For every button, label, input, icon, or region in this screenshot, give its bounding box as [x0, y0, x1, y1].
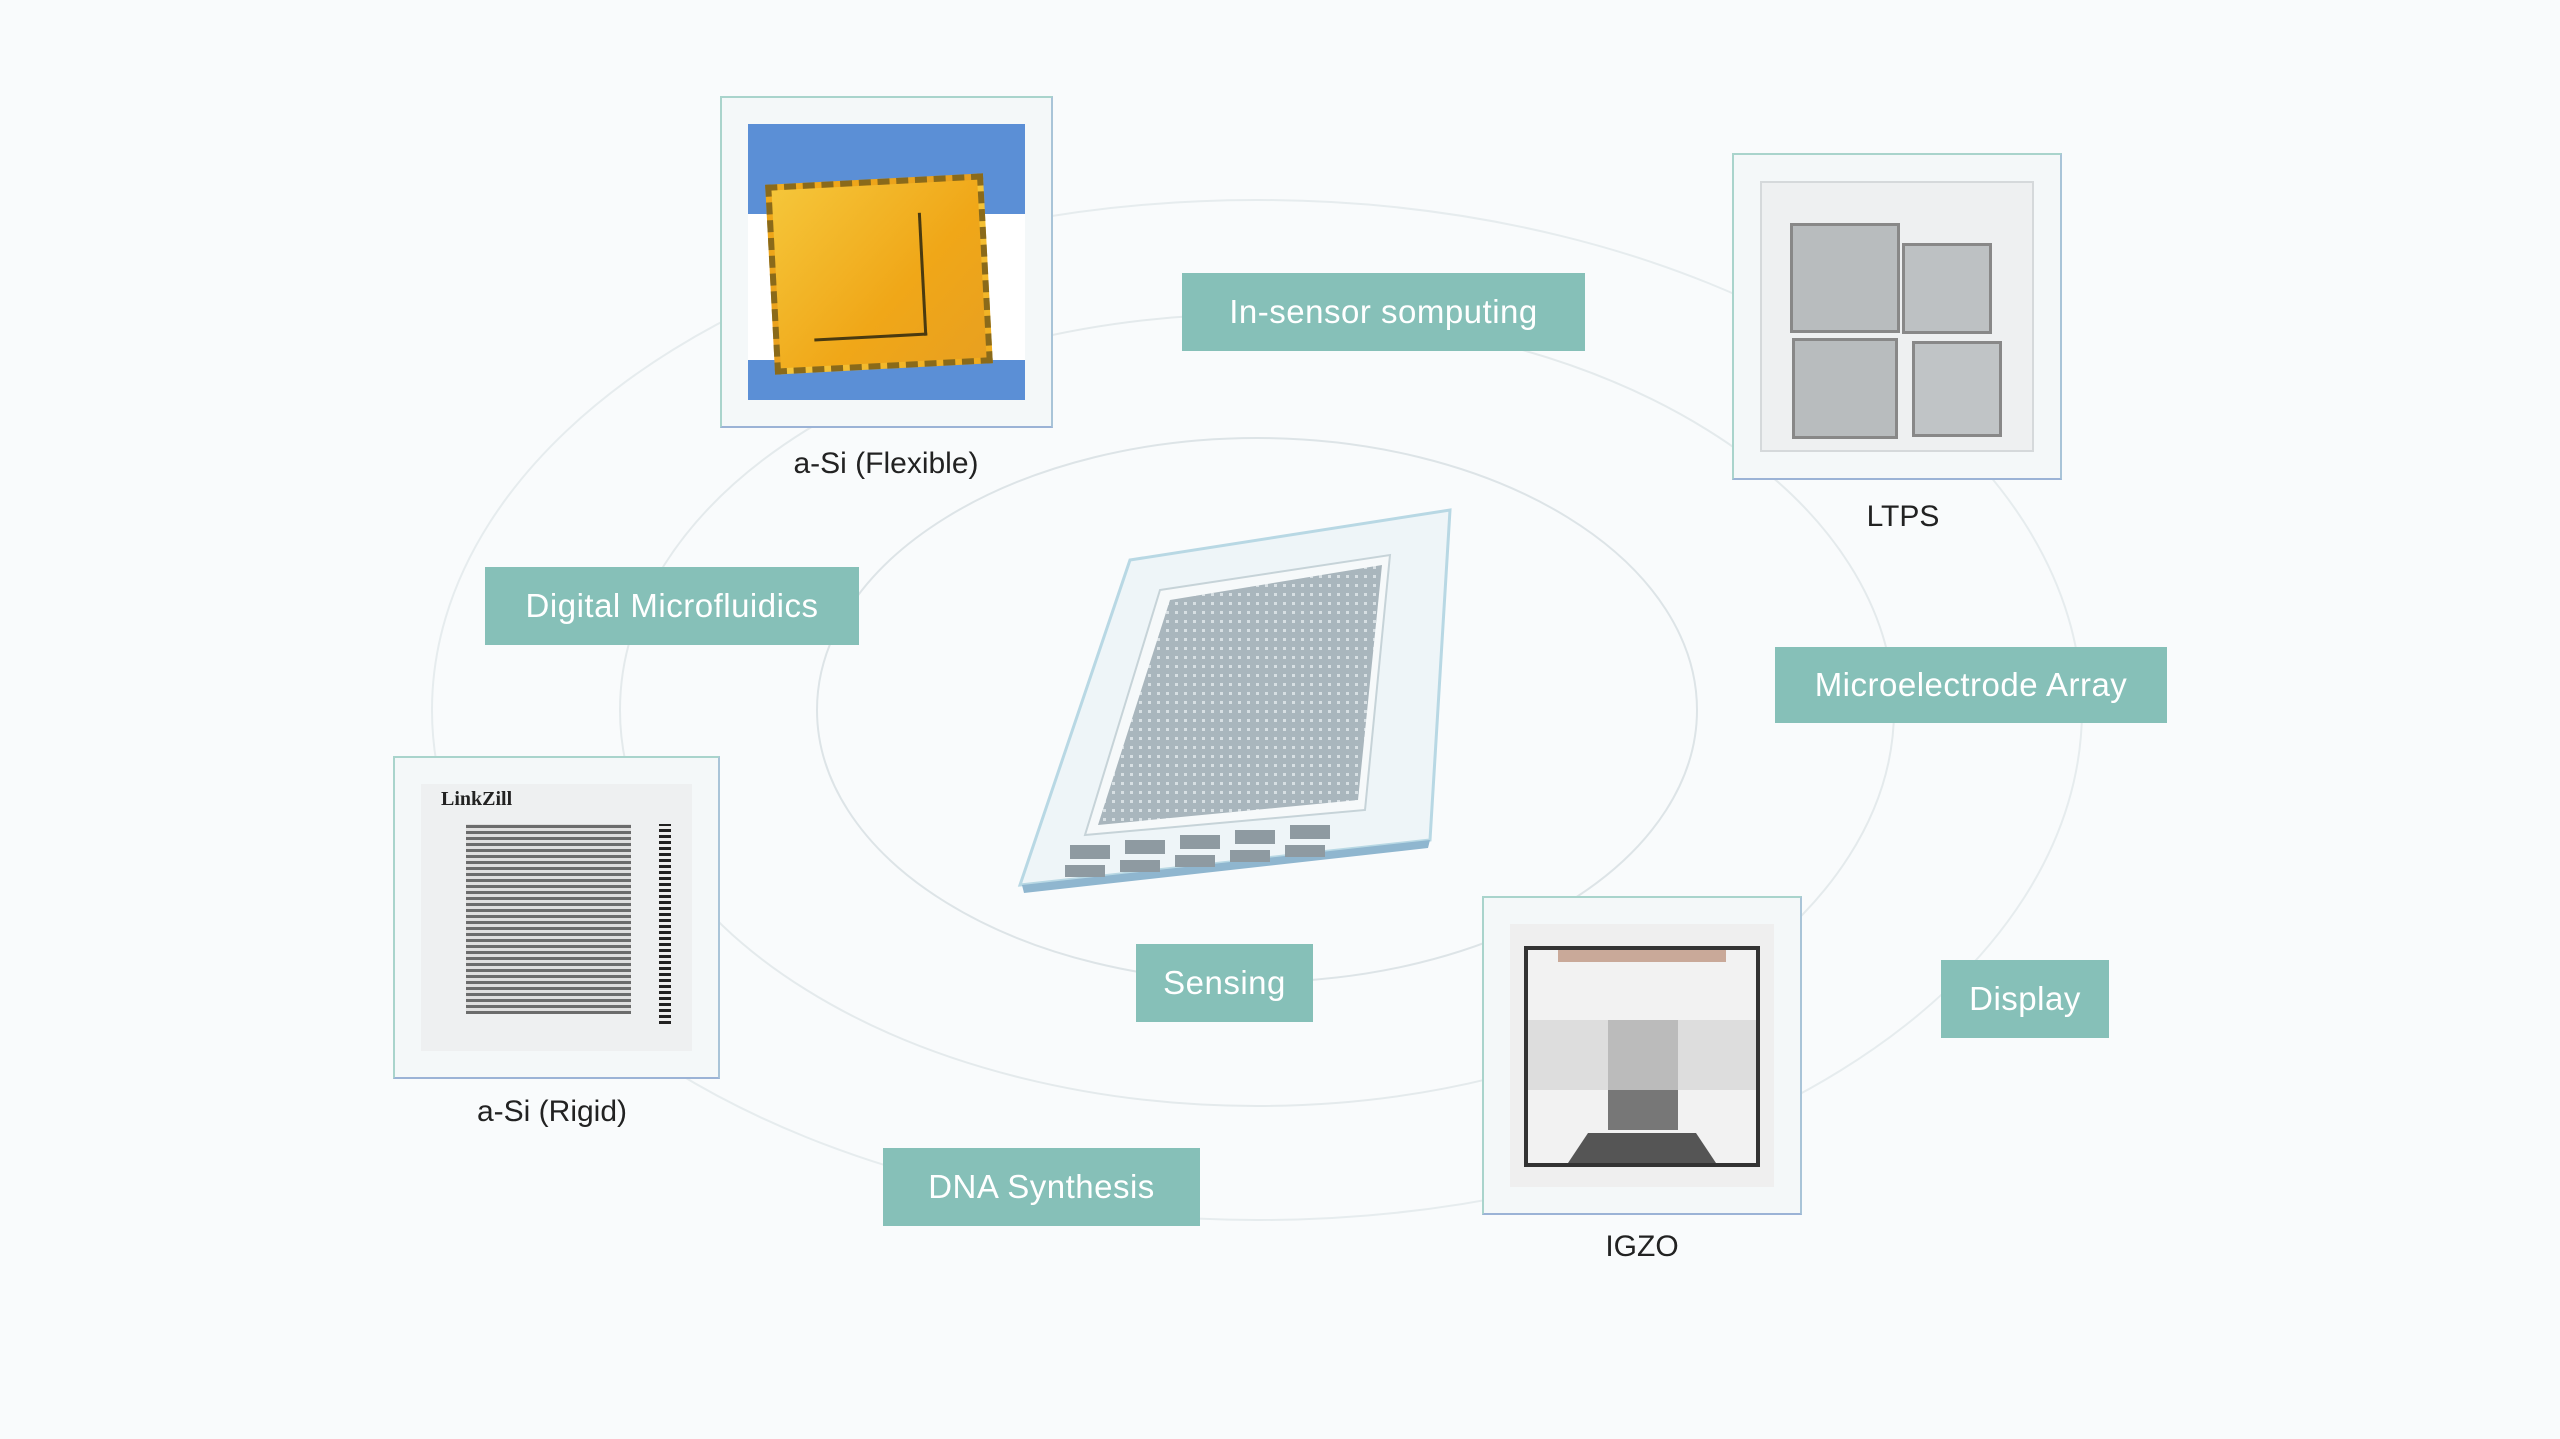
tag-sensing[interactable]: Sensing: [1136, 944, 1313, 1022]
substrate-card-asi-flexible[interactable]: [720, 96, 1053, 428]
substrate-card-asi-rigid[interactable]: LinkZill: [393, 756, 720, 1079]
tag-in-sensor-computing[interactable]: In-sensor somputing: [1182, 273, 1585, 351]
flexible-chip-photo: [748, 124, 1025, 400]
rigid-chip-photo: LinkZill: [421, 784, 692, 1051]
substrate-label: LTPS: [1866, 500, 1940, 533]
chip-logo-text: LinkZill: [441, 788, 513, 810]
tag-display[interactable]: Display: [1941, 960, 2109, 1038]
substrate-card-ltps[interactable]: [1732, 153, 2062, 480]
tag-digital-microfluidics[interactable]: Digital Microfluidics: [485, 567, 859, 645]
substrate-label: a-Si (Flexible): [793, 447, 979, 480]
substrate-card-igzo[interactable]: [1482, 896, 1802, 1215]
substrate-label: IGZO: [1605, 1230, 1679, 1263]
igzo-chip-photo: [1510, 924, 1774, 1187]
tag-microelectrode-array[interactable]: Microelectrode Array: [1775, 647, 2167, 723]
tag-dna-synthesis[interactable]: DNA Synthesis: [883, 1148, 1200, 1226]
central-chip-image: [1017, 508, 1452, 893]
substrate-label: a-Si (Rigid): [476, 1095, 628, 1128]
ltps-chip-photo: [1760, 181, 2034, 452]
